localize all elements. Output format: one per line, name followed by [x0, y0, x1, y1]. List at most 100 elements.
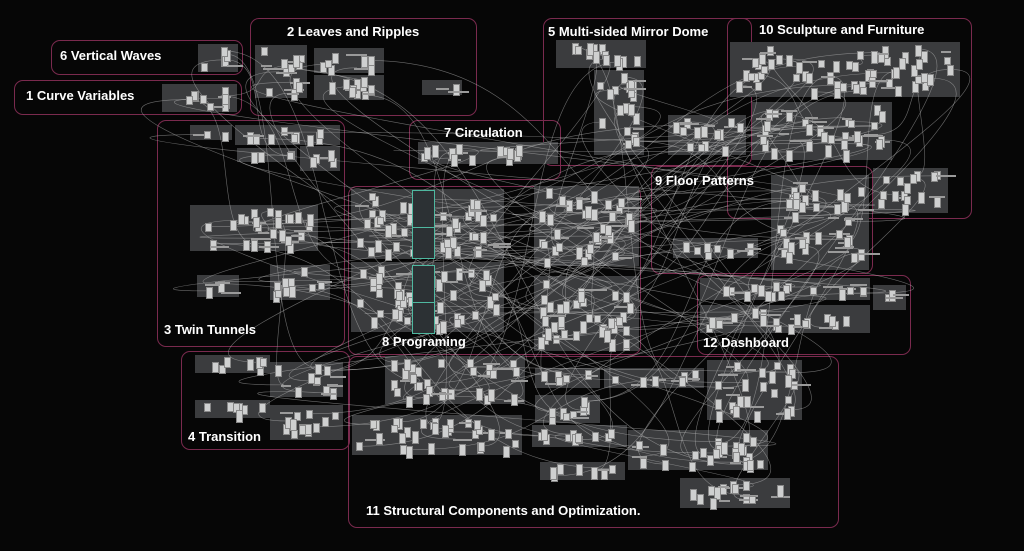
component-node[interactable]: [883, 176, 891, 185]
component-node[interactable]: [898, 57, 906, 70]
component-node[interactable]: [392, 241, 400, 252]
component-node[interactable]: [575, 46, 583, 55]
component-node[interactable]: [604, 225, 612, 236]
component-node[interactable]: [593, 50, 601, 64]
component-node[interactable]: [399, 444, 407, 455]
component-node[interactable]: [290, 430, 298, 440]
component-node[interactable]: [764, 290, 772, 302]
component-node[interactable]: [799, 202, 807, 213]
component-node[interactable]: [427, 443, 435, 455]
component-node[interactable]: [732, 405, 740, 418]
component-node[interactable]: [843, 192, 851, 203]
component-node[interactable]: [834, 88, 842, 100]
component-node[interactable]: [772, 281, 780, 292]
component-node[interactable]: [226, 402, 234, 413]
component-node[interactable]: [477, 441, 485, 453]
component-node[interactable]: [323, 366, 331, 377]
component-node[interactable]: [611, 251, 619, 261]
component-node[interactable]: [634, 56, 642, 68]
number-slider[interactable]: [627, 198, 643, 201]
component-node[interactable]: [628, 103, 636, 116]
component-node[interactable]: [275, 216, 283, 230]
component-node[interactable]: [363, 219, 371, 229]
component-node[interactable]: [502, 446, 510, 458]
number-slider[interactable]: [812, 121, 827, 124]
component-node[interactable]: [622, 291, 630, 303]
component-node[interactable]: [206, 286, 214, 300]
component-node[interactable]: [679, 377, 687, 387]
number-slider[interactable]: [257, 232, 270, 235]
component-node[interactable]: [749, 496, 757, 505]
component-node[interactable]: [511, 394, 519, 406]
number-slider[interactable]: [736, 250, 750, 253]
component-node[interactable]: [833, 203, 841, 216]
component-node[interactable]: [751, 307, 759, 319]
component-node[interactable]: [507, 148, 515, 160]
component-node[interactable]: [356, 298, 364, 309]
component-node[interactable]: [694, 247, 701, 256]
component-node[interactable]: [489, 369, 497, 380]
component-node[interactable]: [591, 191, 599, 204]
component-node[interactable]: [598, 117, 606, 129]
component-node[interactable]: [659, 444, 667, 457]
component-node[interactable]: [915, 59, 923, 70]
number-slider[interactable]: [395, 273, 414, 276]
component-node[interactable]: [391, 360, 399, 372]
component-node[interactable]: [328, 81, 336, 95]
number-slider[interactable]: [280, 384, 292, 387]
component-node[interactable]: [892, 191, 900, 203]
component-node[interactable]: [723, 286, 731, 297]
component-node[interactable]: [543, 279, 551, 289]
component-node[interactable]: [771, 148, 779, 160]
component-node[interactable]: [442, 424, 450, 438]
component-node[interactable]: [592, 232, 600, 243]
component-node[interactable]: [805, 72, 813, 84]
component-node[interactable]: [697, 493, 705, 505]
number-slider[interactable]: [452, 438, 472, 441]
number-slider[interactable]: [632, 128, 645, 131]
component-node[interactable]: [375, 240, 383, 253]
number-slider[interactable]: [804, 117, 818, 120]
component-node[interactable]: [491, 292, 499, 302]
number-slider[interactable]: [718, 499, 731, 502]
number-slider[interactable]: [718, 486, 730, 489]
component-node[interactable]: [230, 220, 238, 231]
component-node[interactable]: [331, 412, 339, 421]
component-node[interactable]: [246, 358, 254, 372]
number-slider[interactable]: [585, 289, 607, 292]
component-node[interactable]: [758, 368, 766, 379]
component-node[interactable]: [455, 144, 463, 155]
component-node[interactable]: [201, 62, 208, 72]
number-slider[interactable]: [767, 314, 781, 317]
number-slider[interactable]: [624, 87, 646, 90]
component-node[interactable]: [811, 87, 819, 101]
component-node[interactable]: [371, 317, 379, 329]
component-node[interactable]: [603, 54, 611, 67]
component-node[interactable]: [691, 451, 699, 460]
component-node[interactable]: [370, 277, 378, 288]
number-slider[interactable]: [791, 383, 812, 386]
component-node[interactable]: [406, 395, 414, 408]
component-node[interactable]: [285, 235, 293, 247]
component-node[interactable]: [639, 457, 647, 470]
component-node[interactable]: [266, 87, 274, 97]
component-node[interactable]: [422, 393, 430, 406]
component-node[interactable]: [573, 331, 581, 342]
component-node[interactable]: [784, 407, 792, 420]
component-node[interactable]: [591, 467, 599, 480]
component-node[interactable]: [220, 46, 228, 58]
component-node[interactable]: [586, 43, 594, 56]
component-node[interactable]: [859, 86, 867, 95]
component-node[interactable]: [784, 395, 792, 405]
component-node[interactable]: [376, 289, 384, 298]
component-node[interactable]: [390, 425, 398, 434]
number-slider[interactable]: [756, 118, 772, 121]
component-node[interactable]: [853, 83, 861, 94]
component-node[interactable]: [778, 291, 786, 301]
number-slider[interactable]: [573, 417, 590, 420]
component-node[interactable]: [697, 144, 705, 153]
component-node[interactable]: [541, 316, 549, 327]
number-slider[interactable]: [858, 252, 880, 255]
number-slider[interactable]: [482, 363, 501, 366]
